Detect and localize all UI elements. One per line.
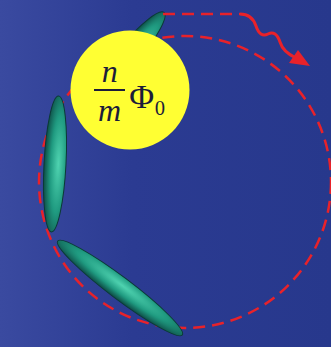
- flux-circle: nmΦ₀: [70, 30, 190, 150]
- dashed-path-segment: [163, 13, 240, 16]
- vortex-ellipse: [51, 232, 189, 343]
- circle-fill: [71, 31, 190, 150]
- wavy-arrow: [240, 14, 296, 58]
- fraction: nm: [94, 55, 125, 126]
- denominator: m: [98, 94, 121, 126]
- vortex-ellipse: [40, 96, 69, 233]
- arrow-head: [289, 50, 310, 66]
- circle-content: nmΦ₀: [70, 30, 190, 150]
- flux-quantum: Φ₀: [129, 80, 166, 114]
- vortex-ellipses: [40, 5, 188, 343]
- fraction-bar: [94, 89, 125, 91]
- numerator: n: [102, 55, 118, 87]
